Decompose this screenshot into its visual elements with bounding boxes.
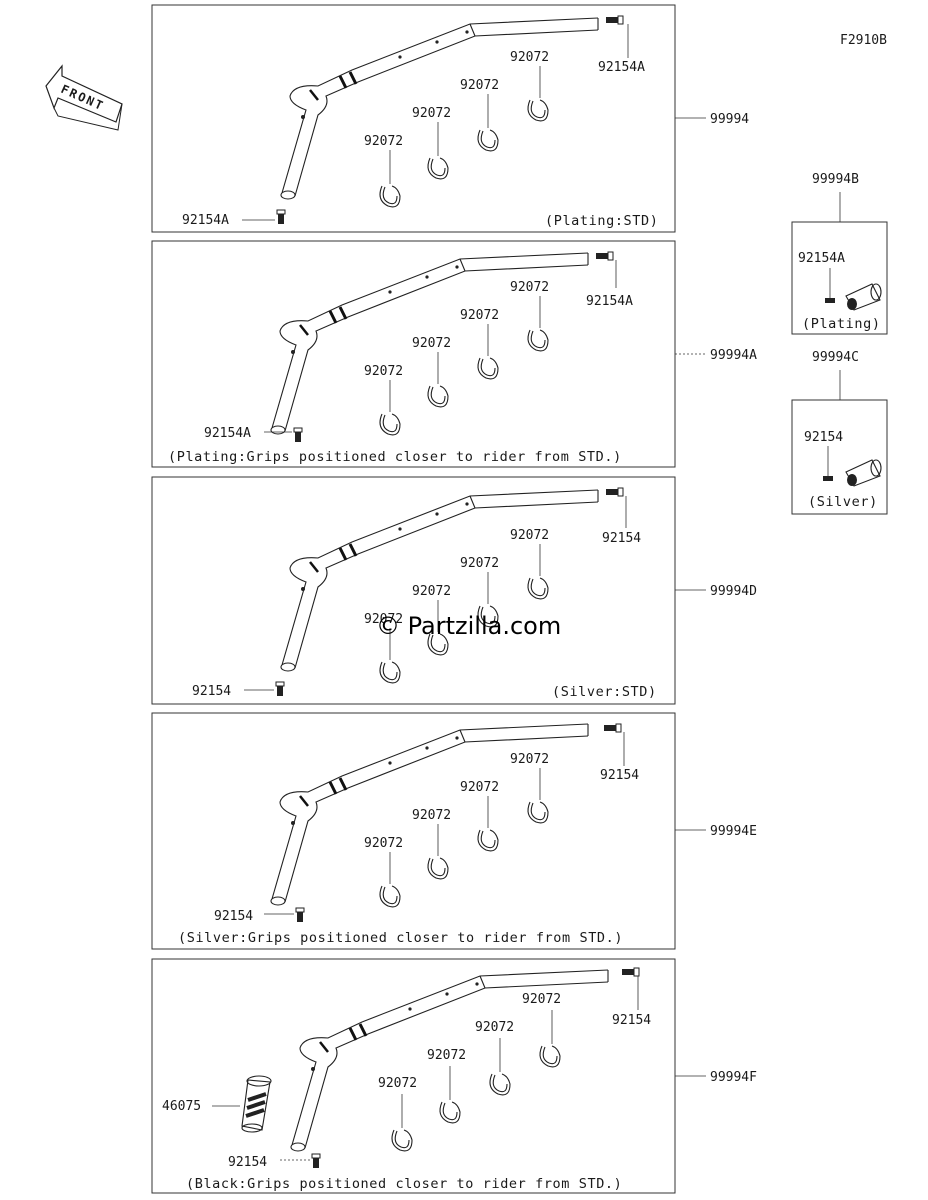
bolt-icon: [823, 476, 833, 481]
assembly-label: 99994: [710, 112, 749, 127]
clamp-label: 92072: [510, 50, 549, 65]
front-arrow-icon: FRONT: [45, 64, 123, 131]
side-panel-99994b: 99994B 92154A (Plating): [791, 172, 888, 335]
bolt-top-label: 92154: [600, 768, 639, 783]
assembly-label: 99994B: [812, 172, 859, 187]
assembly-label: 99994E: [710, 824, 757, 839]
clamp-label: 92072: [460, 308, 499, 323]
clamp-label: 92072: [510, 280, 549, 295]
assembly-label: 99994F: [710, 1070, 757, 1085]
clamp-label: 92072: [364, 836, 403, 851]
clamp-label: 92072: [412, 808, 451, 823]
clamp-label: 92072: [522, 992, 561, 1007]
bolt-icon: [825, 298, 835, 303]
figure-code: F2910B: [840, 33, 887, 48]
clamp-label: 92072: [364, 364, 403, 379]
panel-99994e: 92072 92072 92072 92072 92154 92154 (Sil…: [151, 712, 757, 950]
panel-99994f: 92072 92072 92072 92072 92154 92154 4607…: [151, 958, 757, 1194]
bar-end-weight: [845, 459, 882, 487]
panel-note: (Black:Grips positioned closer to rider …: [186, 1176, 622, 1192]
panel-note: (Silver:Grips positioned closer to rider…: [178, 930, 623, 946]
assembly-label: 99994C: [812, 350, 859, 365]
bar-end-weight: [845, 283, 882, 311]
grip-label: 46075: [162, 1099, 201, 1114]
side-note: (Silver): [808, 494, 878, 510]
bolt-bottom-label: 92154A: [182, 213, 229, 228]
assembly-label: 99994D: [710, 584, 757, 599]
watermark: © Partzilla.com: [376, 612, 561, 640]
bolt-top-label: 92154: [602, 531, 641, 546]
panel-note: (Silver:STD): [552, 684, 657, 700]
panel-99994a: 92072 92072 92072 92072 92154A 92154A (P…: [151, 240, 757, 468]
clamp-label: 92072: [412, 336, 451, 351]
side-panel-99994c: 99994C 92154 (Silver): [791, 350, 888, 515]
clamp-label: 92072: [412, 584, 451, 599]
bolt-top-label: 92154A: [586, 294, 633, 309]
bolt-bottom-label: 92154A: [204, 426, 251, 441]
bolt-bottom-label: 92154: [228, 1155, 267, 1170]
bolt-label: 92154: [804, 430, 843, 445]
clamp-label: 92072: [364, 134, 403, 149]
panel-99994: 92072 92072 92072 92072 92154A 92154A (P…: [151, 4, 749, 233]
side-note: (Plating): [802, 316, 881, 332]
clamp-label: 92072: [475, 1020, 514, 1035]
clamp-label: 92072: [460, 556, 499, 571]
bolt-bottom-label: 92154: [214, 909, 253, 924]
panel-note: (Plating:STD): [545, 213, 658, 229]
bolt-bottom-label: 92154: [192, 684, 231, 699]
bolt-top-label: 92154A: [598, 60, 645, 75]
clamp-label: 92072: [460, 780, 499, 795]
clamp-label: 92072: [412, 106, 451, 121]
clamp-label: 92072: [460, 78, 499, 93]
clamp-label: 92072: [378, 1076, 417, 1091]
grip-part: [241, 1075, 272, 1133]
clamp-label: 92072: [510, 752, 549, 767]
assembly-label: 99994A: [710, 348, 757, 363]
clamp-label: 92072: [427, 1048, 466, 1063]
clamp-label: 92072: [364, 612, 403, 627]
panel-99994d: 92072 92072 92072 92072 92154 92154 (Sil…: [151, 476, 757, 705]
bolt-label: 92154A: [798, 251, 845, 266]
clamp-label: 92072: [510, 528, 549, 543]
panel-note: (Plating:Grips positioned closer to ride…: [168, 449, 622, 465]
bolt-top-label: 92154: [612, 1013, 651, 1028]
